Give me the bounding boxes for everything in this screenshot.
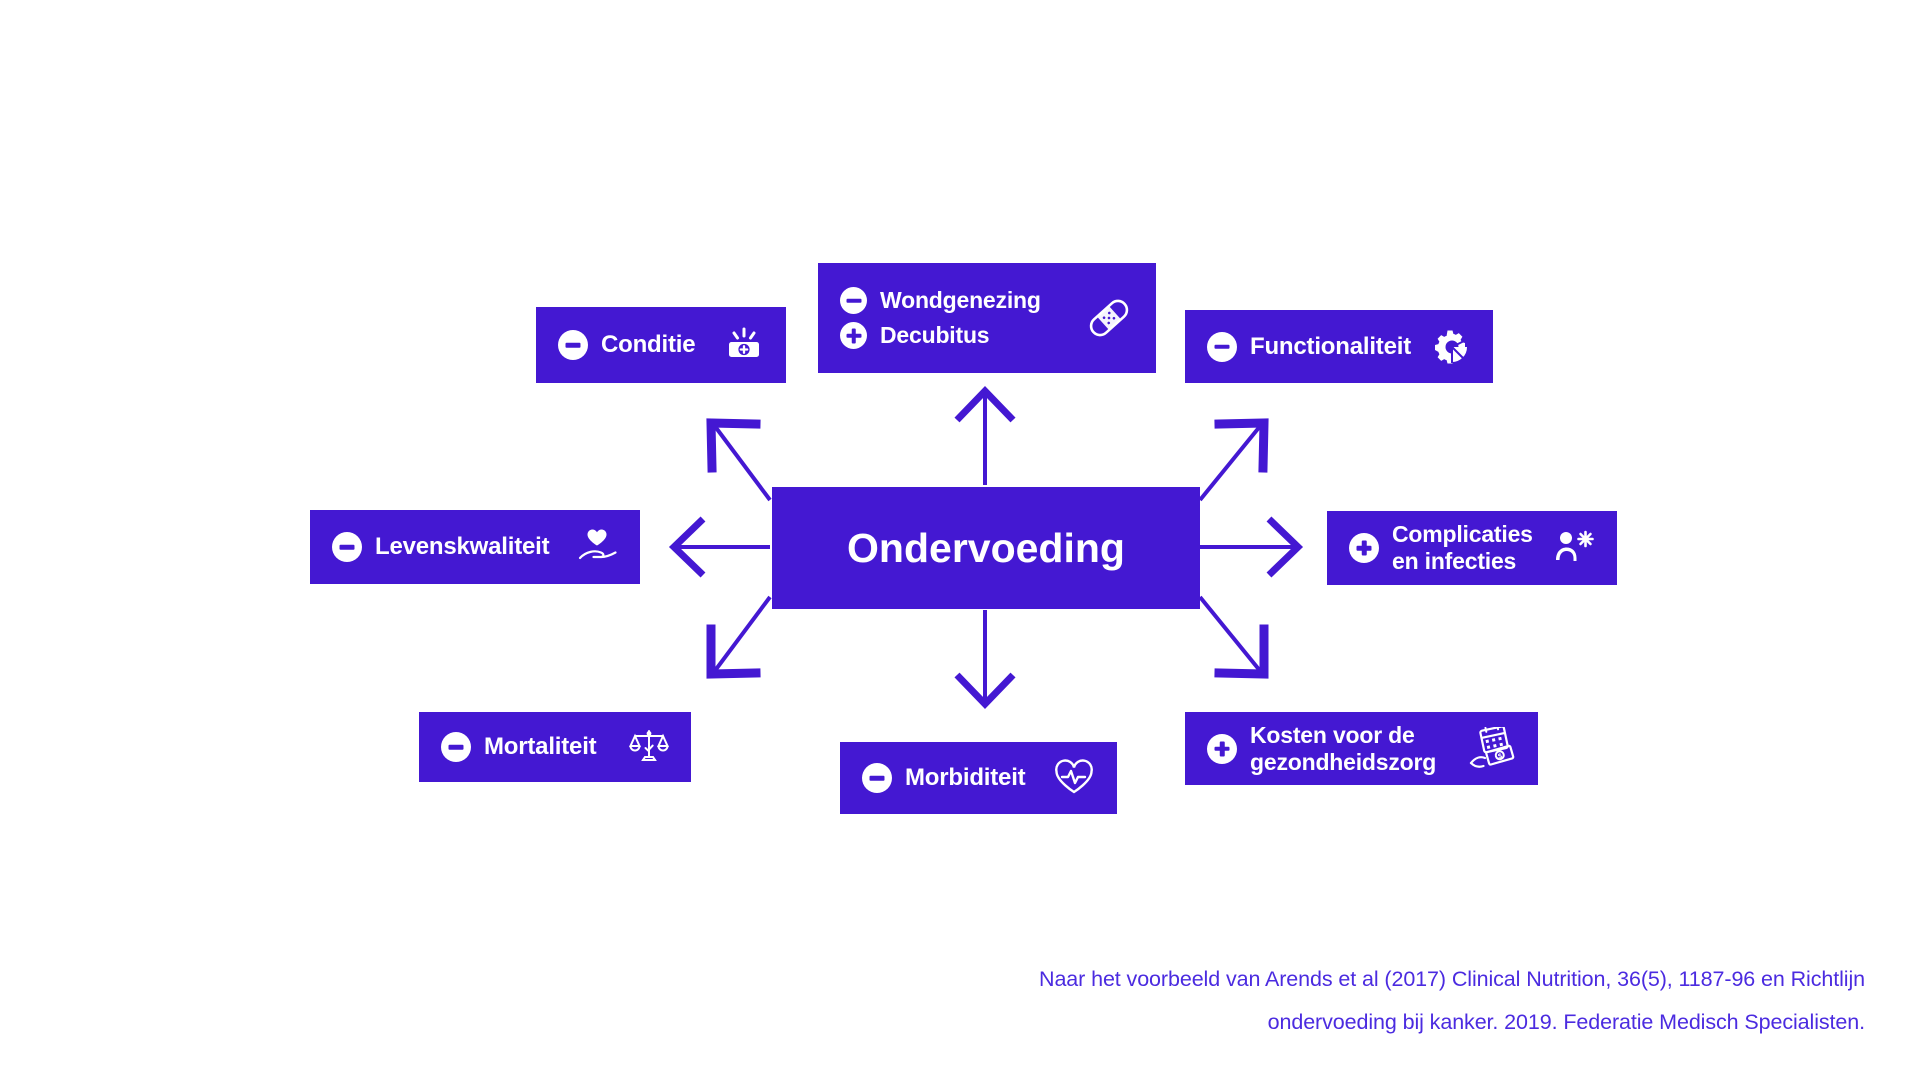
minus-badge-icon: [1207, 331, 1237, 362]
node-conditie-label: Conditie: [601, 331, 696, 359]
arrow-up-right: [1198, 418, 1269, 502]
arrow-down-left: [706, 595, 772, 679]
caption-line-2: ondervoeding bij kanker. 2019. Federatie…: [1267, 1010, 1865, 1034]
caption: Naar het voorbeeld van Arends et al (201…: [600, 958, 1865, 1044]
node-wondgenezing-label: Wondgenezing: [880, 287, 1041, 314]
node-functionaliteit-label: Functionaliteit: [1250, 332, 1411, 360]
person-infection-icon: [1553, 528, 1595, 568]
plus-badge-icon: [1207, 733, 1237, 764]
plus-badge-icon: [1349, 533, 1379, 563]
node-morbiditeit[interactable]: Morbiditeit: [840, 742, 1117, 814]
heart-in-hand-icon: [576, 527, 618, 567]
node-mortaliteit-label: Mortaliteit: [484, 733, 597, 761]
minus-badge-icon: [840, 287, 867, 314]
svg-text:$: $: [1497, 752, 1503, 760]
node-functionaliteit[interactable]: Functionaliteit: [1185, 310, 1493, 383]
center-node-ondervoeding[interactable]: Ondervoeding: [772, 487, 1200, 609]
node-kosten-voor-de-gezondheidszorg[interactable]: Kosten voor de gezondheidszorg: [1185, 712, 1538, 785]
plus-badge-icon: [441, 732, 471, 762]
node-morbiditeit-label: Morbiditeit: [905, 764, 1026, 792]
node-decubitus-label: Decubitus: [880, 322, 990, 349]
node-mortaliteit[interactable]: Mortaliteit: [419, 712, 691, 782]
node-conditie[interactable]: Conditie: [536, 307, 786, 383]
node-wondgenezing-decubitus[interactable]: Wondgenezing Decubitus: [818, 263, 1156, 373]
minus-badge-icon: [332, 532, 362, 562]
center-node-label: Ondervoeding: [847, 524, 1125, 571]
caption-line-1: Naar het voorbeeld van Arends et al (201…: [1039, 967, 1865, 991]
scales-icon: [629, 727, 669, 767]
node-complicaties-en-infecties[interactable]: Complicaties en infecties: [1327, 511, 1617, 585]
gear-icon: [1433, 328, 1471, 366]
arrow-up-left: [706, 418, 772, 502]
calendar-money-icon: $: [1468, 726, 1516, 771]
arrow-down: [954, 610, 1016, 710]
plus-badge-icon: [840, 322, 867, 349]
arrow-down-right: [1198, 595, 1269, 679]
first-aid-kit-icon: [724, 327, 764, 363]
heart-pulse-icon: [1053, 759, 1095, 797]
node-complicaties-label: Complicaties en infecties: [1392, 521, 1533, 574]
node-levenskwaliteit[interactable]: Levenskwaliteit: [310, 510, 640, 584]
arrow-right: [1200, 516, 1304, 578]
node-kosten-label: Kosten voor de gezondheidszorg: [1250, 721, 1437, 775]
arrow-up: [954, 385, 1016, 485]
bandage-icon: [1084, 293, 1134, 343]
node-levenskwaliteit-label: Levenskwaliteit: [375, 533, 550, 561]
minus-badge-icon: [558, 330, 588, 360]
plus-badge-icon: [862, 763, 892, 793]
arrow-left: [668, 516, 770, 578]
